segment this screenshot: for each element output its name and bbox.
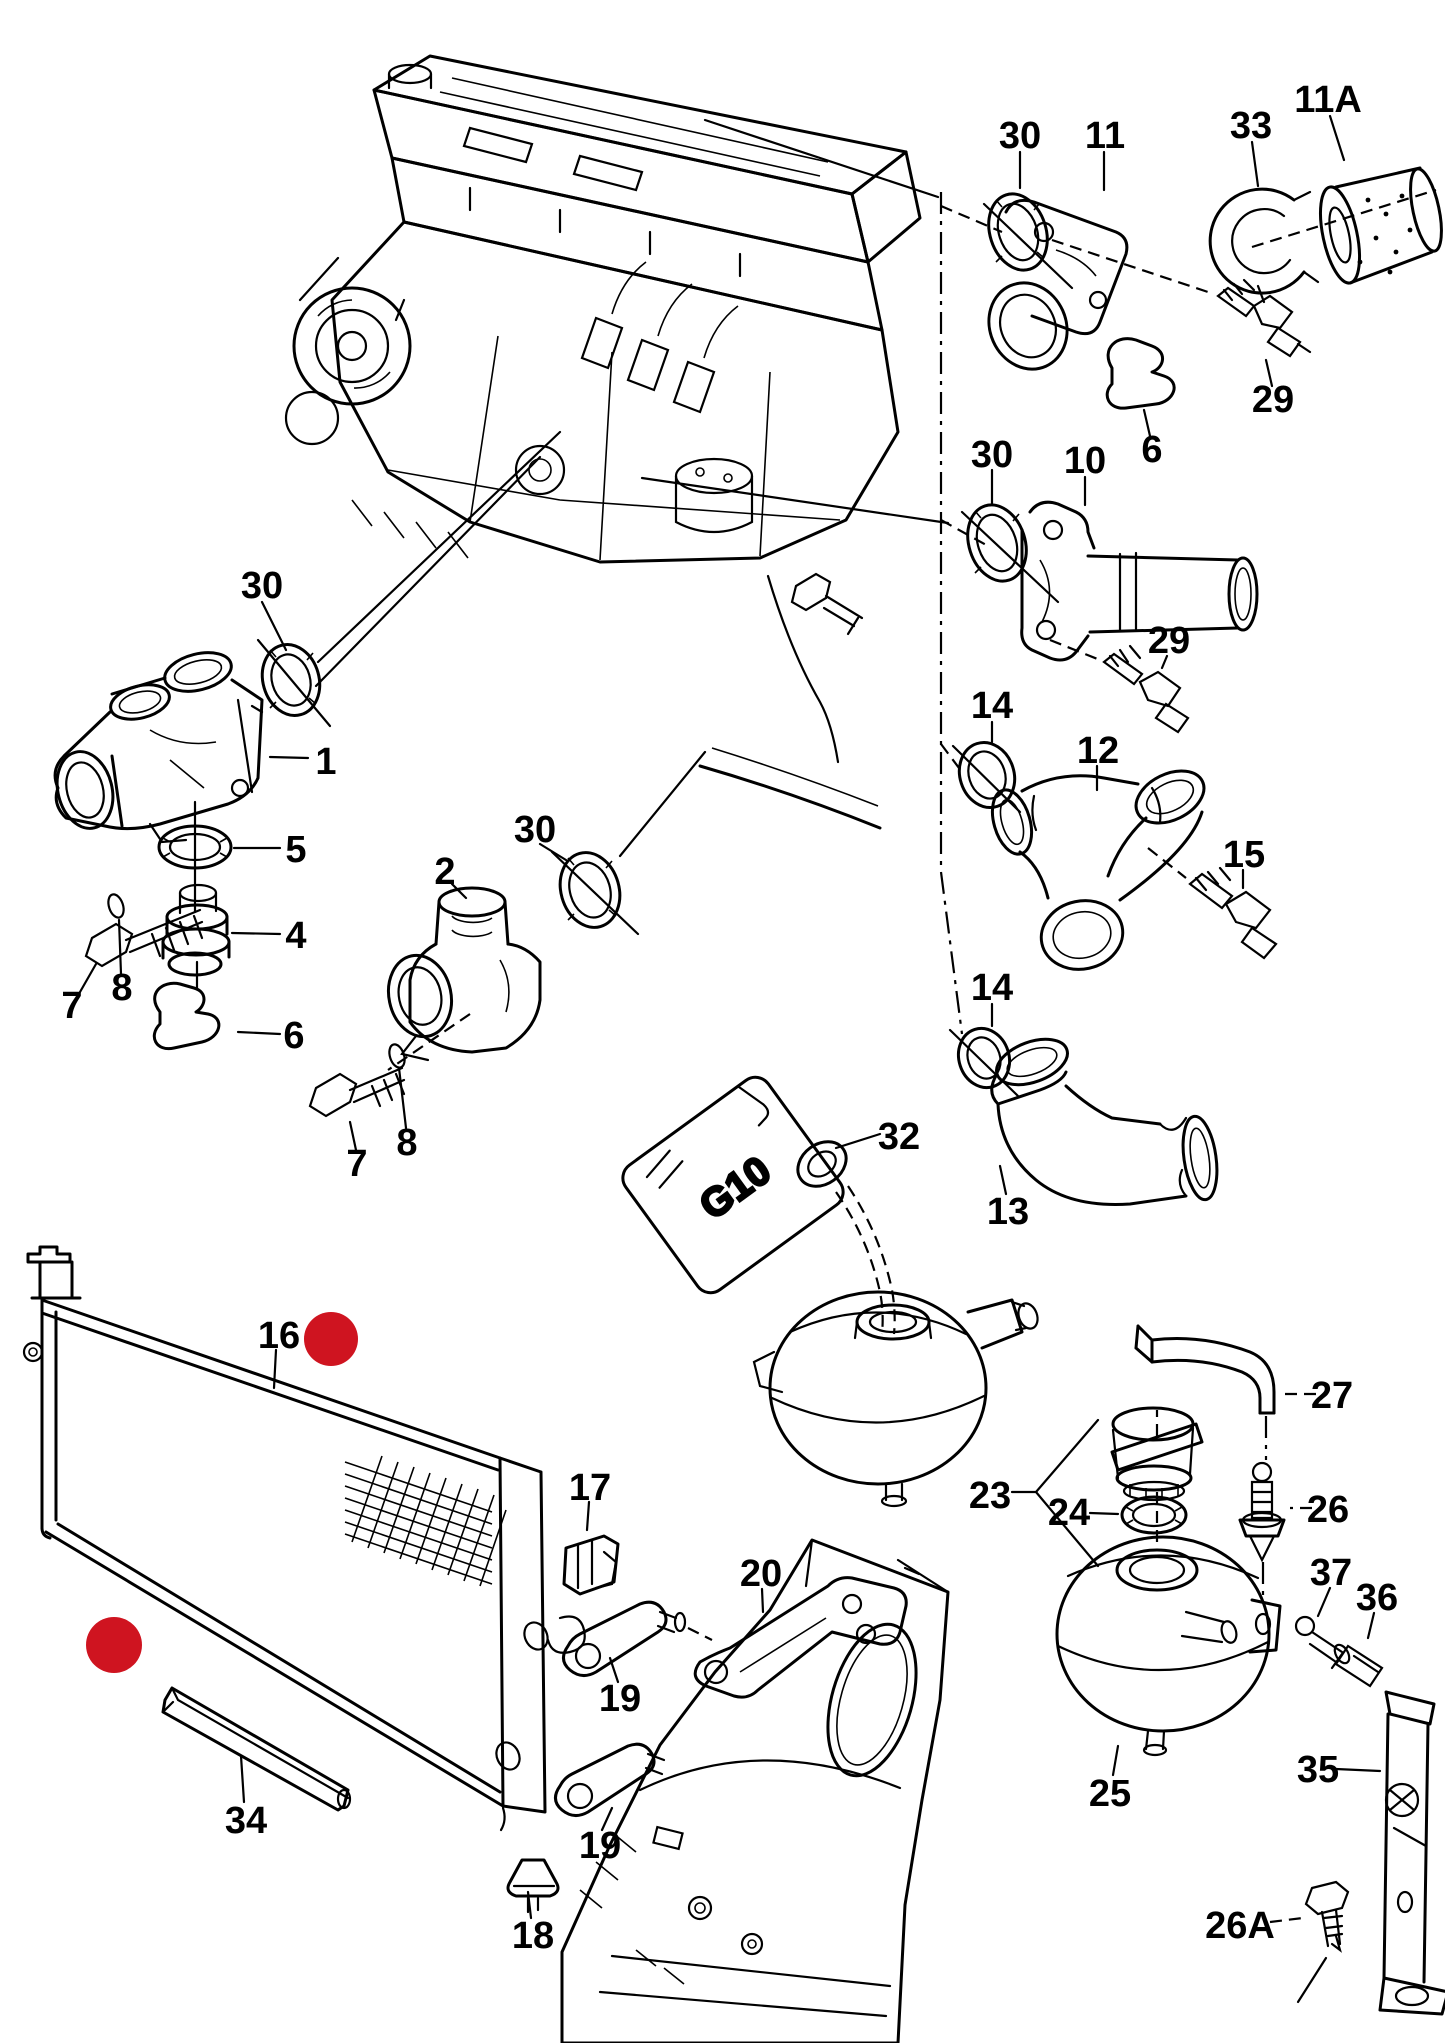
seal-ring-14b xyxy=(948,1026,1020,1098)
coolant-housing-2 xyxy=(387,886,542,1062)
gasket-30c xyxy=(256,638,332,728)
y-pipe-12 xyxy=(990,769,1206,971)
label-30d[interactable]: 30 xyxy=(514,809,556,851)
label-37[interactable]: 37 xyxy=(1310,1552,1352,1594)
stopper-17 xyxy=(562,1534,620,1596)
label-7a[interactable]: 7 xyxy=(61,985,82,1027)
label-29b[interactable]: 29 xyxy=(1148,620,1190,662)
seal-ring-14a xyxy=(951,741,1022,814)
screw-37 xyxy=(1294,1615,1344,1670)
label-14b[interactable]: 14 xyxy=(971,967,1013,1009)
label-11A[interactable]: 11A xyxy=(1294,79,1362,121)
red-markers xyxy=(86,1312,358,1673)
label-32[interactable]: 32 xyxy=(878,1116,920,1158)
mount-arm-19b xyxy=(554,1742,666,1817)
spring-clip-6a xyxy=(1105,337,1176,410)
seal-strip-34 xyxy=(161,1686,352,1812)
label-6b[interactable]: 6 xyxy=(283,1015,304,1057)
spacer-36 xyxy=(1333,1643,1384,1688)
label-12[interactable]: 12 xyxy=(1077,730,1119,772)
label-2[interactable]: 2 xyxy=(434,851,455,893)
coolant-flange-10 xyxy=(1020,500,1259,662)
label-26A[interactable]: 26A xyxy=(1205,1905,1275,1947)
label-16[interactable]: 16 xyxy=(258,1315,300,1357)
mounting-axis-line xyxy=(939,192,1003,1035)
engine-assembly xyxy=(284,54,922,830)
label-36[interactable]: 36 xyxy=(1356,1577,1398,1619)
label-leader-lines xyxy=(78,114,1382,1924)
leader-lines-engine xyxy=(314,118,950,858)
coolant-distributor-1 xyxy=(53,651,264,844)
label-7b[interactable]: 7 xyxy=(346,1143,367,1185)
label-15[interactable]: 15 xyxy=(1223,834,1265,876)
label-1[interactable]: 1 xyxy=(315,741,336,783)
mount-arm-19a xyxy=(562,1600,713,1677)
bolt-15 xyxy=(1147,847,1278,960)
label-10[interactable]: 10 xyxy=(1064,440,1106,482)
label-8a[interactable]: 8 xyxy=(111,967,132,1009)
label-30c[interactable]: 30 xyxy=(241,565,283,607)
gasket-30b xyxy=(960,503,1060,604)
label-25[interactable]: 25 xyxy=(1089,1773,1131,1815)
retaining-clip-33 xyxy=(1208,187,1320,304)
elbow-pipe-13 xyxy=(990,1037,1219,1206)
label-8b[interactable]: 8 xyxy=(396,1122,417,1164)
radiator-fins-hatch xyxy=(344,1455,507,1587)
label-18[interactable]: 18 xyxy=(512,1915,554,1957)
stud-bolt-29b xyxy=(1049,638,1190,734)
label-24[interactable]: 24 xyxy=(1048,1492,1090,1534)
label-35[interactable]: 35 xyxy=(1297,1749,1339,1791)
red-marker-1 xyxy=(304,1312,358,1366)
tank-cap-23 xyxy=(1110,1406,1204,1502)
label-20[interactable]: 20 xyxy=(740,1553,782,1595)
label-33[interactable]: 33 xyxy=(1230,105,1272,147)
bleeder-valve-26 xyxy=(1238,1416,1286,1602)
bracket-35 xyxy=(1378,1690,1445,2016)
label-30a[interactable]: 30 xyxy=(999,115,1041,157)
thermostat-4 xyxy=(161,883,231,977)
expansion-tank-upper xyxy=(752,1290,1039,1508)
label-23[interactable]: 23 xyxy=(969,1475,1011,1517)
rubber-buffer-18 xyxy=(506,1858,560,1914)
label-34[interactable]: 34 xyxy=(225,1800,267,1842)
screw-26A xyxy=(1296,1880,1350,2004)
label-19a[interactable]: 19 xyxy=(599,1678,641,1720)
label-30b[interactable]: 30 xyxy=(971,434,1013,476)
label-29a[interactable]: 29 xyxy=(1252,379,1294,421)
cap-seal-24 xyxy=(1120,1410,1188,1550)
seal-ring-5 xyxy=(157,800,233,914)
label-4[interactable]: 4 xyxy=(285,915,306,957)
red-marker-2 xyxy=(86,1617,142,1673)
bolt-7b xyxy=(308,1066,406,1118)
label-26[interactable]: 26 xyxy=(1307,1489,1349,1531)
gasket-30d xyxy=(550,850,640,936)
label-17[interactable]: 17 xyxy=(569,1467,611,1509)
radiator-16 xyxy=(22,1245,586,1832)
bottle-text: G10 xyxy=(692,1148,779,1228)
expansion-tank-25 xyxy=(1055,1535,1282,1757)
label-27[interactable]: 27 xyxy=(1311,1375,1353,1417)
label-6a[interactable]: 6 xyxy=(1141,429,1162,471)
bracket-20 xyxy=(693,1576,908,1699)
o-ring-8a xyxy=(107,893,125,919)
label-19b[interactable]: 19 xyxy=(579,1825,621,1867)
body-frame-rail xyxy=(560,1538,950,2043)
label-13[interactable]: 13 xyxy=(987,1191,1029,1233)
stud-bolt-29a xyxy=(1051,238,1312,358)
retaining-strap-27 xyxy=(1134,1324,1276,1415)
label-11[interactable]: 11 xyxy=(1085,115,1125,157)
filter-sleeve-11A xyxy=(1251,166,1443,285)
coolant-flange-11 xyxy=(987,198,1129,371)
label-5[interactable]: 5 xyxy=(285,829,306,871)
label-14a[interactable]: 14 xyxy=(971,685,1013,727)
bolt-7a xyxy=(84,908,204,968)
spring-clip-6b xyxy=(152,960,221,1051)
part-number-labels: 30 11 33 11A 29 6 30 10 29 14 12 15 14 1… xyxy=(61,79,1398,1957)
